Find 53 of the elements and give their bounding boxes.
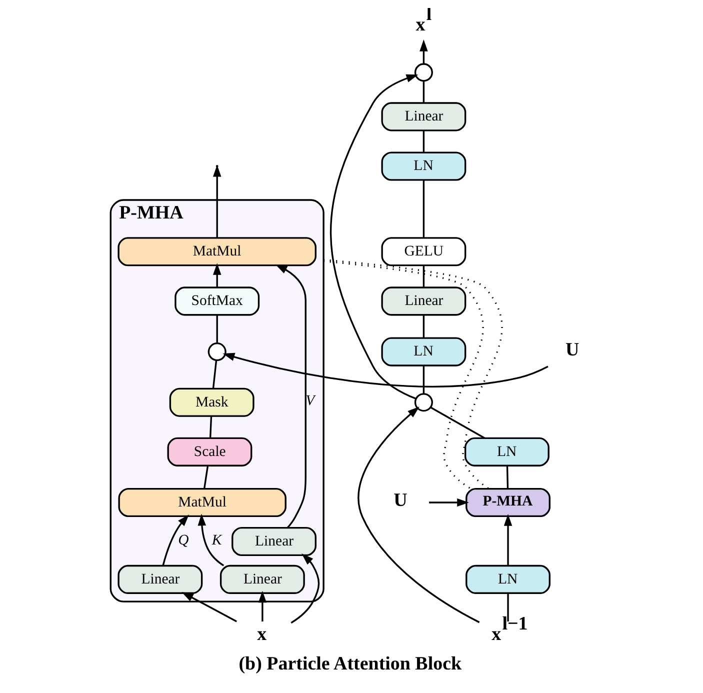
node-box: MatMul — [118, 488, 286, 518]
node-box: Linear — [118, 564, 203, 594]
arrow — [258, 590, 267, 622]
connector — [507, 593, 509, 622]
node-box: Linear — [381, 102, 466, 132]
connector — [203, 466, 209, 489]
arrow — [330, 74, 418, 400]
arrow — [222, 352, 548, 388]
connector — [216, 315, 218, 344]
arrow — [275, 264, 306, 528]
connector — [422, 130, 425, 152]
edge-label: K — [212, 532, 222, 548]
node-box: Linear — [220, 564, 305, 594]
arrow — [290, 554, 320, 624]
arrow — [212, 263, 222, 288]
node-text: U — [394, 490, 408, 512]
node-box: LN — [381, 152, 466, 181]
node-text: x — [257, 624, 267, 645]
connector — [212, 360, 218, 389]
edge-label: V — [306, 393, 315, 410]
caption: (b) Particle Attention Block — [238, 653, 462, 674]
node-box: SoftMax — [174, 286, 260, 316]
node-circle — [208, 342, 226, 362]
node-box: GELU — [381, 237, 466, 266]
node-text: U — [565, 339, 580, 360]
connector — [506, 466, 509, 489]
node-box: P-MHA — [466, 488, 550, 518]
arrow — [420, 40, 428, 64]
node-circle — [414, 63, 433, 82]
arrow — [504, 514, 512, 566]
connector — [422, 180, 425, 238]
connector — [422, 266, 425, 288]
edge-label: Q — [178, 532, 189, 548]
connector — [422, 80, 425, 103]
node-box: Linear — [381, 286, 466, 316]
connector — [422, 366, 425, 394]
node-box: LN — [464, 437, 550, 466]
node-box: Scale — [167, 437, 252, 466]
connector — [209, 416, 212, 438]
arrow — [198, 514, 224, 566]
node-box: LN — [381, 337, 466, 366]
arrow — [429, 498, 469, 507]
arrow — [212, 164, 222, 238]
connector — [430, 406, 486, 439]
node-box: MatMul — [118, 237, 316, 266]
node-box: Linear — [232, 526, 316, 556]
arrow — [162, 514, 190, 566]
node-box: LN — [466, 564, 550, 594]
connector — [422, 315, 425, 338]
arrow — [358, 406, 480, 624]
arrow — [182, 592, 238, 622]
node-box: Mask — [169, 388, 254, 417]
node-circle — [414, 393, 433, 412]
